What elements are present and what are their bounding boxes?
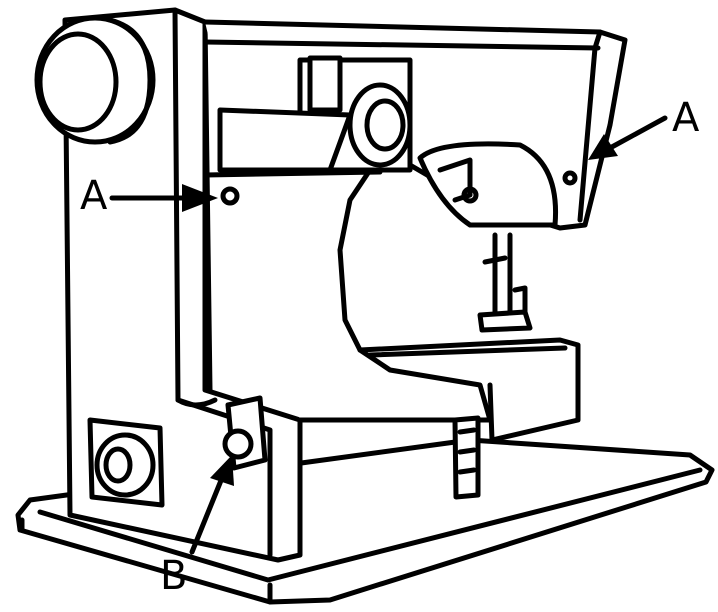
needle-bar — [477, 232, 533, 333]
arrow-a-left — [109, 184, 218, 212]
callout-label-a-right: A — [672, 95, 700, 141]
spool-area — [217, 55, 413, 173]
handwheel — [34, 15, 156, 145]
callout-label-a-left: A — [80, 173, 108, 219]
screw-hole-a-left — [220, 186, 240, 206]
lower-panels — [452, 415, 481, 500]
free-arm — [357, 337, 581, 443]
callout-label-b: B — [160, 553, 188, 599]
power-socket — [87, 417, 165, 508]
arrow-b — [189, 455, 234, 555]
screw-b-bracket — [222, 395, 268, 471]
needle-head — [417, 141, 559, 228]
screw-hole-a-right — [562, 170, 578, 186]
arrow-a-right — [588, 115, 668, 160]
